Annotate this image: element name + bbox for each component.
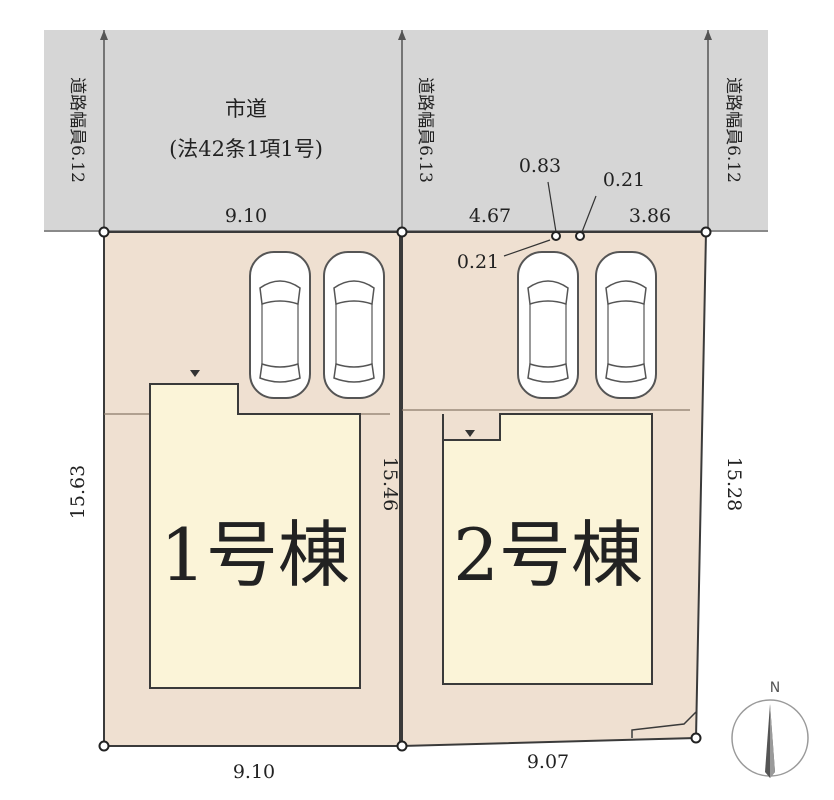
car-icon (323, 251, 385, 399)
leader-line (547, 181, 557, 233)
building-2-footprint-main (442, 413, 653, 685)
building-2-footprint (443, 414, 500, 440)
boundary-point (396, 226, 408, 238)
compass-north-label: N (770, 680, 780, 696)
dim-lot1-right: 15.46 (379, 457, 401, 511)
dim-lot2-front-right: 3.86 (629, 205, 671, 227)
building-2-label: 2号棟 (453, 513, 643, 597)
dim-lot2-right: 15.28 (723, 457, 745, 511)
dim-lot1-front: 9.10 (225, 205, 267, 227)
road-name: 市道 (225, 97, 267, 121)
car-icon (517, 251, 579, 399)
leader-line (503, 239, 551, 257)
dim-lot2-rear: 9.07 (527, 751, 569, 773)
lot-2-corner-notch (631, 711, 697, 738)
side-road-width-middle: 道路幅員6.13 (415, 77, 435, 183)
arrow-tick-middle (398, 30, 406, 40)
boundary-point (551, 231, 561, 241)
entrance-marker-1 (190, 370, 200, 377)
building-1-label: 1号棟 (160, 513, 350, 597)
car-icon (249, 251, 311, 399)
dim-lot2-front-left: 4.67 (469, 205, 511, 227)
leader-line (581, 195, 597, 233)
compass-icon (731, 699, 809, 778)
road-classification: (法42条1項1号) (169, 137, 323, 161)
boundary-point (700, 226, 712, 238)
boundary-point (575, 231, 585, 241)
boundary-point (98, 226, 110, 238)
road-area (44, 30, 768, 232)
dim-lot1-rear: 9.10 (233, 761, 275, 783)
arrow-tick-right (704, 30, 712, 40)
side-road-width-right: 道路幅員6.12 (723, 77, 743, 183)
entrance-marker-2 (465, 430, 475, 437)
side-road-width-left: 道路幅員6.12 (67, 77, 87, 183)
boundary-point (396, 740, 408, 752)
building-1-footprint (149, 383, 361, 689)
dim-lot2-jog-a: 0.83 (519, 155, 561, 177)
car-icon (595, 251, 657, 399)
dim-lot1-left: 15.63 (67, 465, 89, 519)
boundary-point (98, 740, 110, 752)
boundary-point (690, 732, 702, 744)
arrow-tick-left (100, 30, 108, 40)
dim-lot2-jog-b: 0.21 (603, 169, 645, 191)
dim-lot2-jog-c: 0.21 (457, 251, 499, 273)
